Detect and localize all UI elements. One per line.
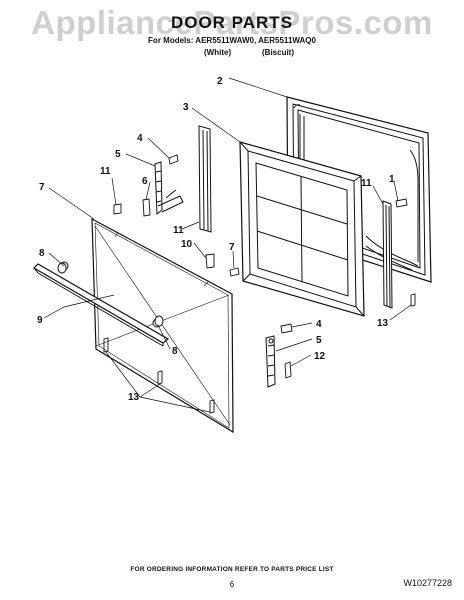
- callout-2: 2: [217, 76, 223, 87]
- callout-4-upper: 4: [137, 133, 143, 144]
- callout-11-channel: 11: [173, 225, 184, 236]
- fastener-set: [103, 154, 416, 414]
- callout-8-right: 8: [172, 346, 178, 357]
- page-number: 6: [229, 580, 235, 589]
- callout-8-left: 8: [39, 248, 45, 259]
- ordering-note: FOR ORDERING INFORMATION REFER TO PARTS …: [130, 566, 334, 573]
- page-title: DOOR PARTS: [170, 13, 294, 32]
- callout-11-right: 11: [361, 178, 372, 189]
- callout-13-bottom: 13: [128, 392, 140, 403]
- callout-12: 12: [314, 351, 326, 362]
- lower-hinge: [265, 335, 276, 388]
- side-channel-right: [382, 200, 393, 309]
- outer-door-panel: [91, 217, 234, 434]
- callout-6: 6: [142, 176, 148, 187]
- callout-1: 1: [389, 174, 395, 185]
- callout-3: 3: [183, 102, 189, 113]
- callout-9: 9: [37, 315, 43, 326]
- callout-5-lower: 5: [316, 335, 322, 346]
- callout-7-left: 7: [39, 182, 45, 193]
- callout-5-upper: 5: [115, 149, 121, 160]
- door-window-frame: [239, 141, 365, 317]
- upper-hinge: [154, 161, 184, 216]
- callout-7-right: 7: [229, 242, 235, 253]
- model-numbers: For Models: AER5511WAW0, AER5511WAQ0: [148, 36, 316, 45]
- variant-white-label: (White): [204, 48, 232, 57]
- watermark: AppliancePartsPros.com: [31, 4, 433, 41]
- callout-11-upper-left: 11: [100, 166, 111, 177]
- callout-4-lower: 4: [316, 319, 322, 330]
- document-number: W10277228: [403, 578, 452, 588]
- leader-lines: [43, 77, 412, 413]
- callout-10: 10: [181, 239, 193, 250]
- side-channel-left: [198, 125, 212, 233]
- callout-13-right: 13: [377, 318, 389, 329]
- door-handle: [33, 261, 170, 347]
- variant-biscuit-label: (Biscuit): [262, 48, 294, 57]
